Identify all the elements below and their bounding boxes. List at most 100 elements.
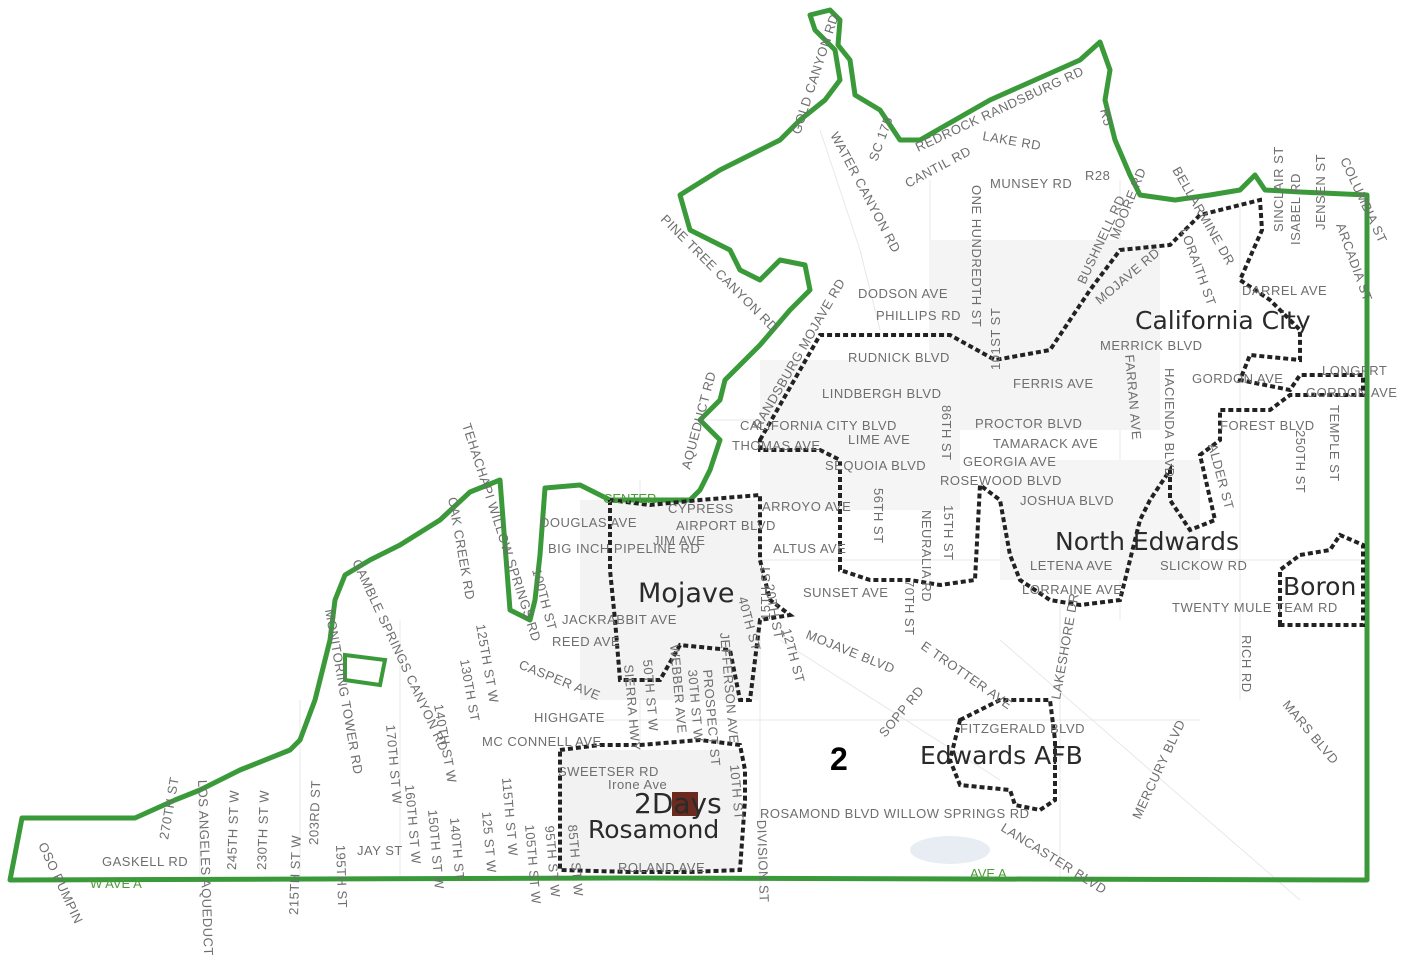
street-label: 105TH ST W bbox=[522, 824, 544, 905]
street-label: MOJAVE BLVD bbox=[804, 627, 897, 676]
street-label: 56TH ST bbox=[871, 488, 886, 544]
street-label: MERCURY BLVD bbox=[1129, 717, 1188, 821]
street-label: SEQUOIA BLVD bbox=[825, 458, 926, 473]
street-label: 245TH ST W bbox=[224, 790, 242, 871]
street-label: R5 bbox=[1097, 107, 1116, 128]
district-boundary bbox=[7, 7, 1370, 883]
street-label: GORDON AVE bbox=[1192, 371, 1283, 386]
street-label: GEORGIA AVE bbox=[963, 454, 1056, 469]
street-label: FOREST BLVD bbox=[1220, 418, 1315, 433]
street-label: 15TH ST bbox=[758, 564, 773, 620]
street-label: 30TH ST W bbox=[685, 669, 706, 742]
street-label: LAKE RD bbox=[981, 128, 1042, 153]
street-label: JACKRABBIT AVE bbox=[562, 612, 677, 627]
street-label: PHILLIPS RD bbox=[876, 308, 961, 323]
street-label: 215TH ST W bbox=[286, 835, 304, 916]
street-label: ROLAND AVE bbox=[618, 860, 705, 875]
place-california-city: California City bbox=[1135, 306, 1311, 335]
place-north-edwards: North Edwards bbox=[1055, 527, 1239, 556]
street-label: RUDNICK BLVD bbox=[848, 350, 950, 365]
street-label: REED AVE bbox=[552, 634, 620, 649]
street-label: LAKESHORE DR bbox=[1048, 592, 1082, 701]
street-label: 250TH ST bbox=[1293, 430, 1308, 493]
street-label: TWENTY MULE TEAM RD bbox=[1172, 600, 1338, 615]
street-label: 85TH ST W bbox=[565, 824, 586, 897]
street-label: LETENA AVE bbox=[1030, 558, 1113, 573]
street-label: SOPP RD bbox=[876, 683, 927, 740]
street-label: 230TH ST W bbox=[254, 790, 272, 871]
street-label: 115TH ST W bbox=[499, 777, 521, 857]
street-label: LONGFRT bbox=[1322, 363, 1387, 378]
street-label: AIRPORT BLVD bbox=[676, 518, 776, 533]
street-label: SINCLAIR ST bbox=[1271, 146, 1286, 232]
street-label: ROSAMOND BLVD WILLOW SPRINGS RD bbox=[760, 806, 1030, 821]
place-rosamond: Rosamond bbox=[588, 815, 719, 844]
street-label: CYPRESS bbox=[668, 501, 734, 516]
street-label: JOSHUA BLVD bbox=[1020, 493, 1114, 508]
boron-boundary bbox=[1278, 532, 1365, 627]
street-label: MC CONNELL AVE bbox=[482, 734, 602, 749]
street-label: FERRIS AVE bbox=[1013, 376, 1094, 391]
street-label: MONITORING TOWER RD bbox=[322, 608, 366, 776]
street-label: R28 bbox=[1085, 168, 1110, 183]
place-boron: Boron bbox=[1283, 572, 1356, 601]
california-city-boundary bbox=[758, 197, 1365, 608]
street-label: 12TH ST bbox=[779, 627, 808, 685]
street-label: 203RD ST bbox=[306, 780, 323, 845]
street-label: ONE HUNDREDTH ST bbox=[969, 185, 984, 327]
street-label: 160TH ST W bbox=[402, 784, 424, 865]
street-label: 70TH ST bbox=[902, 580, 917, 636]
street-label: SWEETSER RD bbox=[558, 764, 659, 779]
street-label: WATER CANYON RD bbox=[827, 129, 903, 255]
street-label: ALTUS AVE bbox=[773, 541, 846, 556]
street-label: JENSEN ST bbox=[1313, 154, 1328, 230]
marker-label: 2Days bbox=[634, 787, 722, 820]
street-label: 15TH ST bbox=[941, 505, 956, 561]
street-label: CENTER bbox=[603, 491, 656, 506]
street-label: FARRAN AVE bbox=[1122, 354, 1144, 441]
street-label: TAMARACK AVE bbox=[993, 436, 1098, 451]
street-label: 170TH ST W bbox=[383, 724, 405, 805]
place-edwards-afb: Edwards AFB bbox=[920, 741, 1083, 770]
street-label: BELLARMINE DR bbox=[1169, 164, 1238, 268]
street-label: DIVISION ST bbox=[754, 820, 772, 903]
street-label: SC 175 bbox=[866, 114, 896, 163]
street-label: CANTIL RD bbox=[902, 143, 973, 190]
street-label: LINDBERGH BLVD bbox=[822, 386, 941, 401]
street-label: JAY ST bbox=[357, 843, 403, 858]
rosamond-boundary bbox=[558, 737, 747, 874]
street-label: NEURALIA RD bbox=[919, 510, 934, 602]
street-label: THOMAS AVE bbox=[732, 438, 821, 453]
street-label: DARREL AVE bbox=[1242, 283, 1327, 298]
street-label: 101ST ST bbox=[988, 308, 1003, 370]
street-label: LANCASTER BLVD bbox=[998, 820, 1109, 897]
street-label: ISABEL RD bbox=[1288, 173, 1303, 245]
street-label: LOS ANGELES AQUEDUCT bbox=[195, 780, 216, 957]
place-mojave: Mojave bbox=[638, 578, 734, 609]
street-label: HIGHGATE bbox=[534, 710, 605, 725]
street-label: LIME AVE bbox=[848, 432, 910, 447]
district-number: 2 bbox=[830, 741, 848, 777]
marker-icon bbox=[672, 792, 698, 816]
street-label: Irone Ave bbox=[608, 777, 667, 792]
street-label: PROCTOR BLVD bbox=[975, 416, 1082, 431]
street-label: DODSON AVE bbox=[858, 286, 948, 301]
street-label: LORRAINE AVE bbox=[1022, 582, 1122, 597]
street-label: 86TH ST bbox=[939, 405, 954, 461]
street-label: E TROTTER AVE bbox=[918, 638, 1015, 712]
street-label: TEHACHAPI WILLOW SPRINGS RD bbox=[459, 421, 544, 643]
street-label: CALIFORNIA CITY BLVD bbox=[740, 418, 897, 433]
street-label: 50TH ST W bbox=[640, 659, 661, 732]
district-parcel bbox=[343, 652, 388, 688]
street-label: 95TH ST W bbox=[542, 825, 563, 898]
street-label: BIG INCH PIPELINE RD bbox=[548, 541, 700, 556]
street-label: MARS BLVD bbox=[1280, 697, 1342, 767]
street-label: HACIENDA BLVD bbox=[1162, 368, 1177, 478]
street-label: 150TH ST W bbox=[425, 809, 447, 890]
street-label: 130TH ST bbox=[457, 658, 483, 723]
edwards-afb-boundary bbox=[947, 698, 1057, 813]
mojave-boundary bbox=[608, 492, 795, 702]
street-label: OSO PUMPIN bbox=[35, 840, 86, 926]
